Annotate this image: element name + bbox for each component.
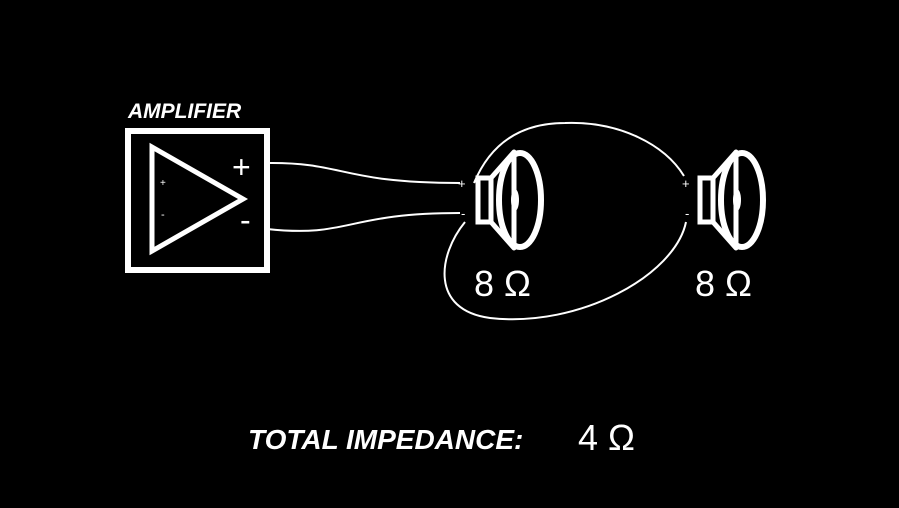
- speaker-2-plus-label: +: [682, 176, 690, 191]
- speaker-2-minus-label: -: [685, 206, 689, 221]
- wire-amp-minus-to-speaker1-minus: [266, 212, 461, 232]
- amplifier-triangle-icon: [149, 142, 249, 256]
- wires: [266, 121, 687, 321]
- wire-amp-plus-to-speaker1-plus: [266, 161, 461, 184]
- wire-speaker1-plus-to-speaker2-plus: [473, 121, 685, 184]
- amplifier-symbol: + - + -: [125, 128, 270, 273]
- amplifier-input-plus: +: [160, 178, 166, 189]
- amplifier-output-plus: +: [232, 149, 251, 185]
- amplifier-box: [125, 128, 270, 273]
- speaker-1: + - 8 Ω: [458, 149, 544, 304]
- speaker-2: + - 8 Ω: [682, 149, 766, 304]
- speaker-1-impedance: 8 Ω: [474, 263, 531, 304]
- speaker-2-icon: [697, 149, 766, 251]
- amplifier-title: AMPLIFIER: [127, 100, 242, 123]
- speaker-1-plus-label: +: [458, 176, 466, 191]
- amplifier-input-minus: -: [161, 209, 165, 221]
- total-impedance-label: TOTAL IMPEDANCE:: [248, 424, 523, 455]
- amplifier-output-minus: -: [240, 202, 251, 238]
- speaker-1-minus-label: -: [461, 206, 465, 221]
- speaker-2-impedance: 8 Ω: [695, 263, 752, 304]
- wire-speaker1-minus-to-speaker2-minus: [443, 221, 687, 321]
- total-impedance-value: 4 Ω: [578, 417, 635, 458]
- speaker-1-icon: [475, 149, 544, 251]
